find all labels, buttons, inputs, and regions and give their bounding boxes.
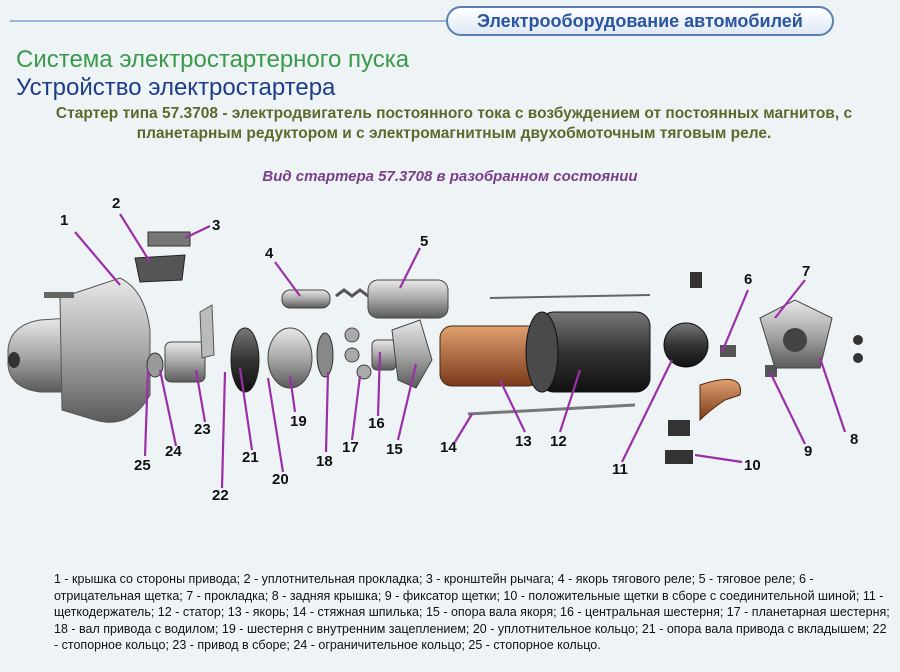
solenoid-plunger: [281, 289, 331, 309]
callout-2: 2: [112, 195, 120, 212]
callout-9: 9: [804, 443, 812, 460]
callout-25: 25: [134, 457, 151, 474]
drive-end-cover: [7, 277, 151, 423]
page-subtitle: Устройство электростартера: [16, 74, 336, 101]
leader-lines: [74, 213, 847, 489]
callout-15: 15: [386, 441, 403, 458]
callout-7: 7: [802, 263, 810, 280]
exploded-starter-diagram: 1 2 3 4 5 6 7 8 9 10 11 12 13 14 15 16 1…: [7, 195, 863, 504]
header-rule: [10, 20, 446, 22]
drive-gear-train: [146, 304, 433, 393]
callout-10: 10: [744, 457, 761, 474]
callout-22: 22: [212, 487, 229, 504]
brush-assembly: [663, 272, 777, 464]
stator-housing: [525, 311, 651, 393]
callout-12: 12: [550, 433, 567, 450]
callout-6: 6: [744, 271, 752, 288]
callout-20: 20: [272, 471, 289, 488]
rear-cover: [759, 299, 863, 369]
section-badge: Электрооборудование автомобилей: [446, 6, 834, 36]
page-title: Система электростартерного пуска: [16, 46, 410, 73]
tie-rod: [467, 403, 636, 416]
solenoid-relay: [335, 279, 449, 319]
armature: [439, 294, 651, 387]
gasket-and-bracket: [134, 231, 191, 283]
callout-23: 23: [194, 421, 211, 438]
callout-24: 24: [165, 443, 182, 460]
description: Стартер типа 57.3708 - электродвигатель …: [55, 105, 853, 142]
callout-13: 13: [515, 433, 532, 450]
callout-11: 11: [612, 461, 628, 478]
callout-1: 1: [60, 212, 68, 229]
callout-8: 8: [850, 431, 858, 448]
callout-3: 3: [212, 217, 220, 234]
callout-14: 14: [440, 439, 457, 456]
callout-19: 19: [290, 413, 307, 430]
callout-17: 17: [342, 439, 359, 456]
callout-21: 21: [242, 449, 259, 466]
callout-4: 4: [265, 245, 274, 262]
diagram-caption: Вид стартера 57.3708 в разобранном состо…: [262, 168, 638, 185]
callout-5: 5: [420, 233, 428, 250]
parts-legend: 1 - крышка со стороны привода; 2 - уплот…: [54, 572, 890, 652]
callout-16: 16: [368, 415, 385, 432]
callout-18: 18: [316, 453, 333, 470]
